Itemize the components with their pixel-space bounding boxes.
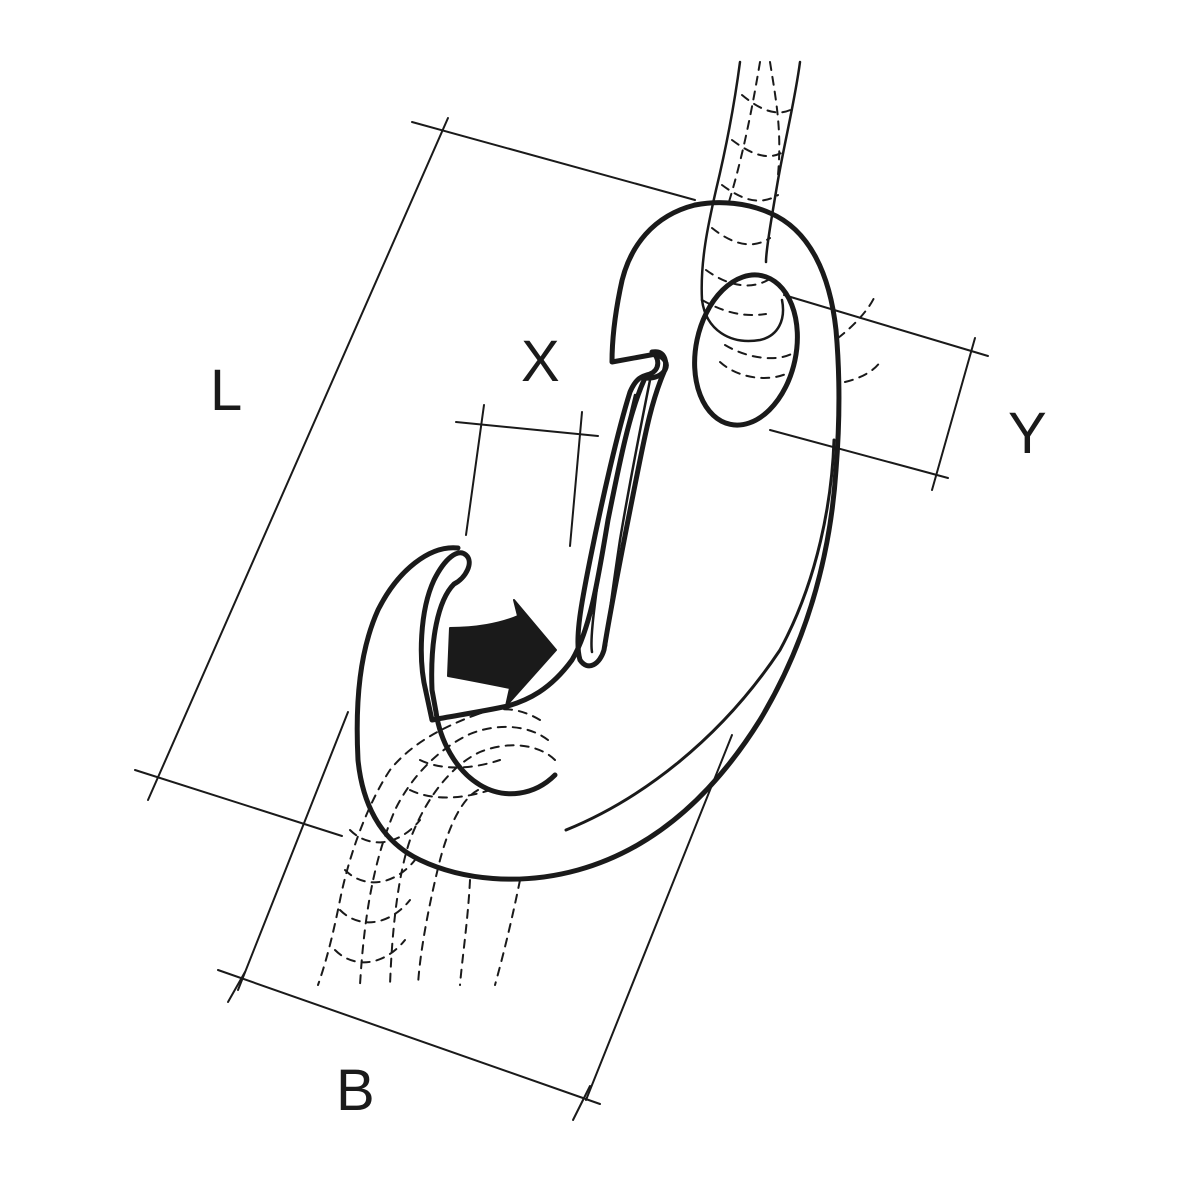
L-dimension-line xyxy=(147,117,449,801)
lower-rope xyxy=(317,708,556,986)
L-extension-top xyxy=(411,121,696,201)
dimension-label-Y: Y xyxy=(1008,401,1047,466)
B-dimension-line xyxy=(217,969,601,1105)
dimension-label-B: B xyxy=(336,1058,375,1123)
arrow-right-icon xyxy=(447,599,557,707)
B-extension-right xyxy=(585,734,733,1101)
B-tick-left xyxy=(227,971,246,1003)
Y-extension-bottom xyxy=(769,429,949,479)
dimension-label-X: X xyxy=(521,329,560,394)
X-dimension-line xyxy=(455,421,599,437)
Y-extension-top xyxy=(783,294,989,357)
X-extension-left xyxy=(465,404,485,536)
dimension-label-L: L xyxy=(210,358,243,423)
dimension-lines xyxy=(134,117,989,1121)
spring-gate xyxy=(575,349,668,669)
B-tick-right xyxy=(572,1085,591,1121)
upper-rope xyxy=(700,60,881,383)
Y-dimension-line xyxy=(931,337,976,491)
X-extension-right xyxy=(569,411,583,547)
snap-hook-body xyxy=(354,200,842,882)
B-extension-left xyxy=(237,711,349,991)
L-extension-bottom xyxy=(134,769,343,837)
